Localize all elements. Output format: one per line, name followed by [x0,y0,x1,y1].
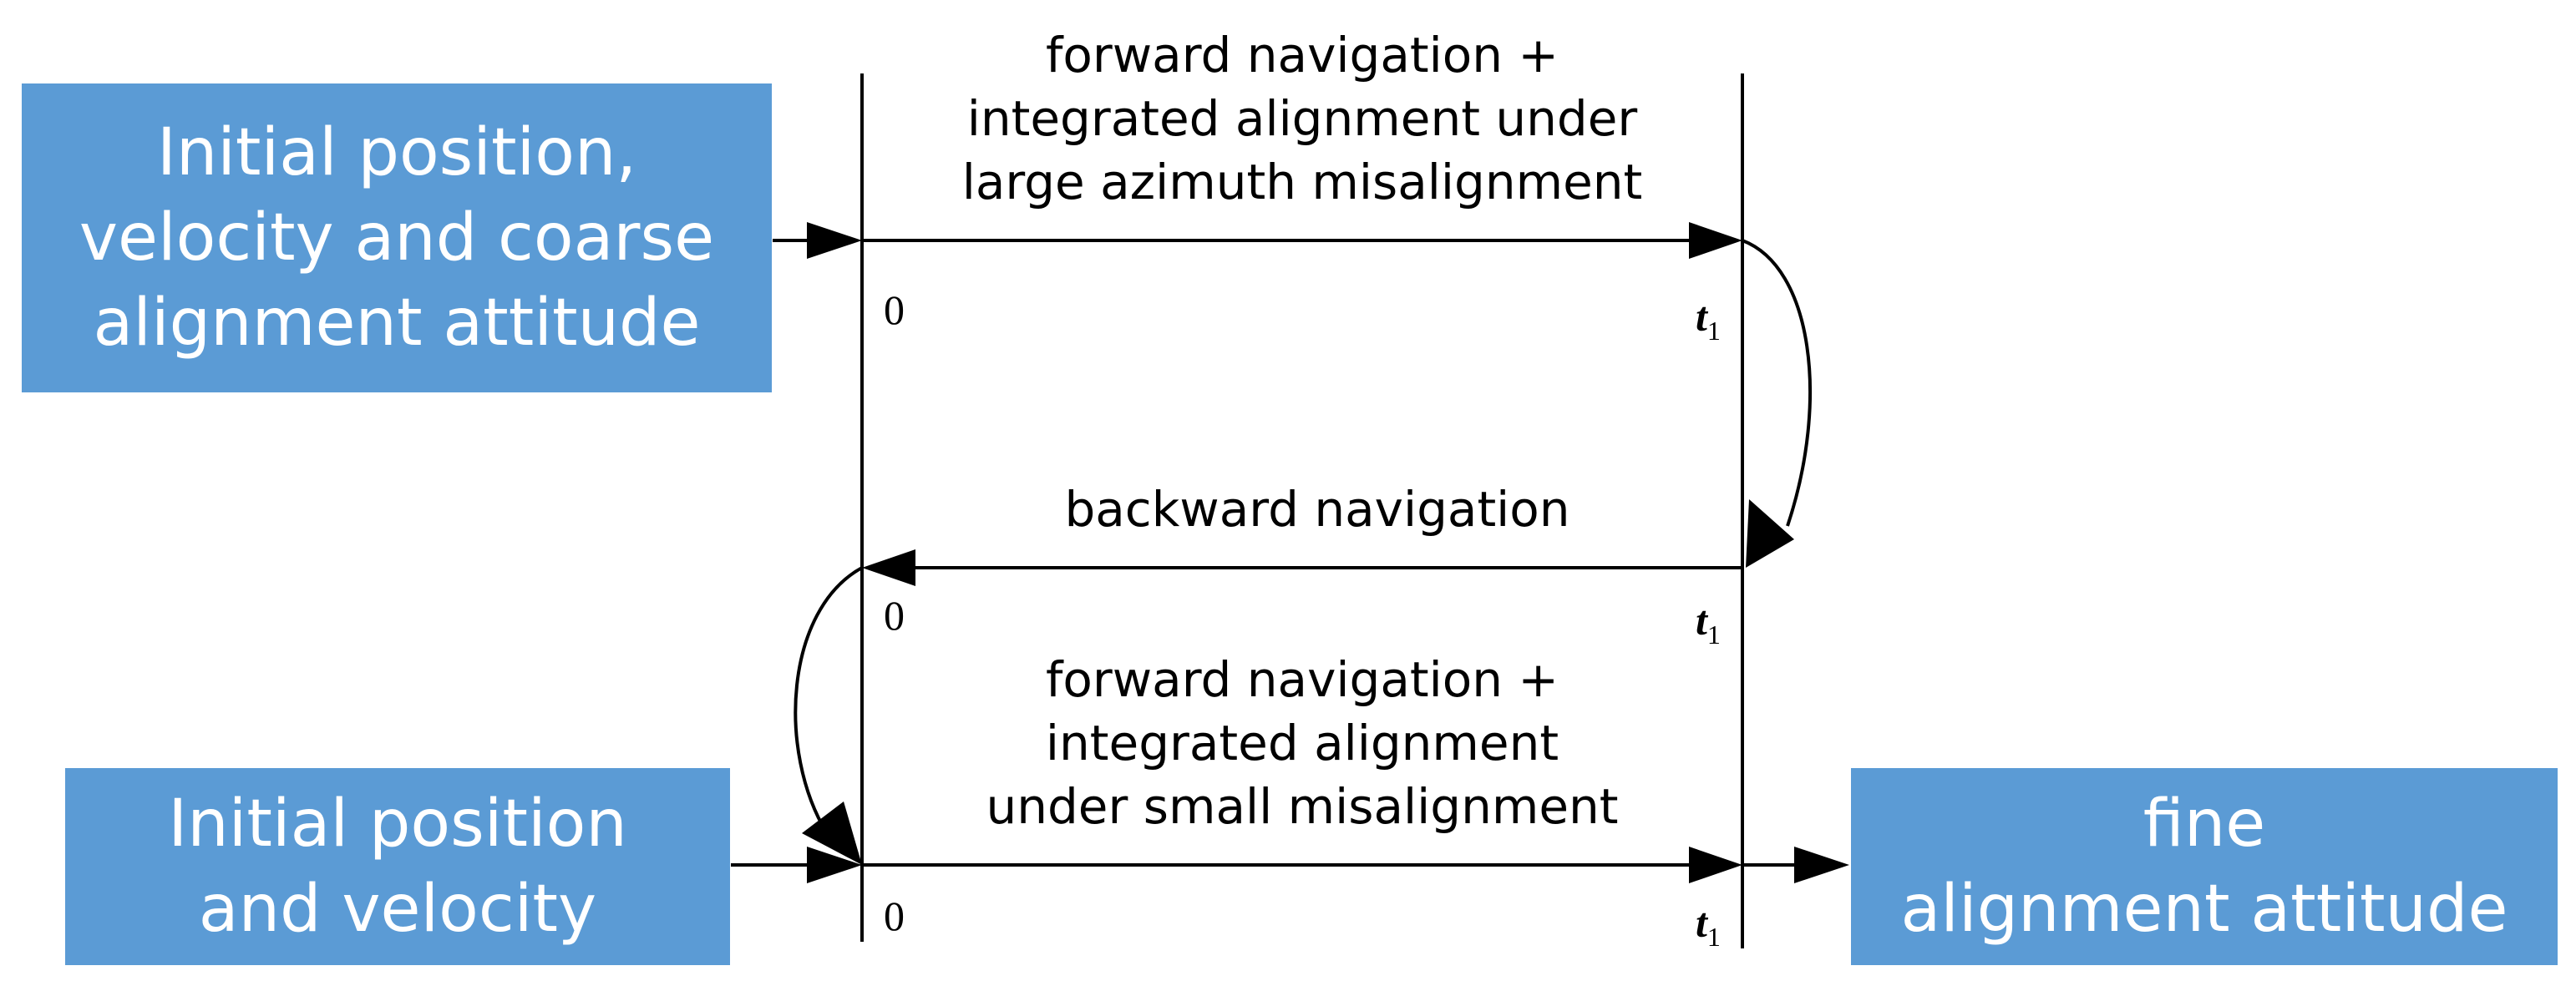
turnaround-curve-zero-head [802,801,862,865]
tick-t1-3-sub: 1 [1706,922,1721,952]
output-arrow-head [1794,847,1849,883]
backward-arrow-head [862,549,915,586]
tick-zero-1: 0 [884,286,905,333]
turnaround-curve-zero [794,566,863,835]
tick-t1-3-symbol: t [1696,899,1707,946]
forward-1-line-2: integrated alignment under [966,90,1638,147]
input-arrow-coarse-head [807,222,862,259]
coarse-alignment-box: Initial position, velocity and coarse al… [22,83,772,392]
tick-zero-2: 0 [884,592,905,639]
tick-t1-2-sub: 1 [1706,619,1721,650]
turnaround-curve-t1 [1742,239,1812,527]
fine-box-line-2: alignment attitude [1900,872,2508,947]
forward-1-line-3: large azimuth misalignment [961,154,1643,210]
coarse-box-line-2: velocity and coarse [79,200,715,276]
turnaround-curve-t1-head [1746,499,1794,568]
tick-t1-1-sub: 1 [1706,316,1721,346]
input-arrow-pos-vel-head [807,847,862,883]
tick-t1-2-symbol: t [1696,597,1707,644]
forward-1-line-1: forward navigation + [1045,27,1559,83]
forward-2-line-1: forward navigation + [1045,651,1559,708]
backward-stage-label: backward navigation [862,478,1772,541]
backward-line-1: backward navigation [1064,481,1570,538]
tick-zero-3: 0 [884,892,905,939]
forward-stage-1-label: forward navigation + integrated alignmen… [862,23,1742,214]
position-velocity-box: Initial position and velocity [65,768,730,965]
forward-arrow-1-head [1689,222,1742,259]
fine-alignment-box: fine alignment attitude [1851,768,2558,965]
coarse-box-line-1: Initial position, [156,115,637,190]
forward-stage-2-label: forward navigation + integrated alignmen… [862,648,1742,838]
forward-arrow-2-head [1689,847,1742,883]
tick-t1-2: t1 [1696,599,1721,655]
tick-t1-1-symbol: t [1696,293,1707,340]
tick-t1-1: t1 [1696,296,1721,351]
tick-t1-3: t1 [1696,902,1721,958]
fine-box-line-1: fine [2142,786,2266,862]
forward-2-line-3: under small misalignment [986,778,1619,835]
forward-2-line-2: integrated alignment [1045,715,1559,771]
coarse-box-line-3: alignment attitude [93,286,701,361]
pos-vel-box-line-1: Initial position [168,786,627,862]
pos-vel-box-line-2: and velocity [198,872,597,947]
